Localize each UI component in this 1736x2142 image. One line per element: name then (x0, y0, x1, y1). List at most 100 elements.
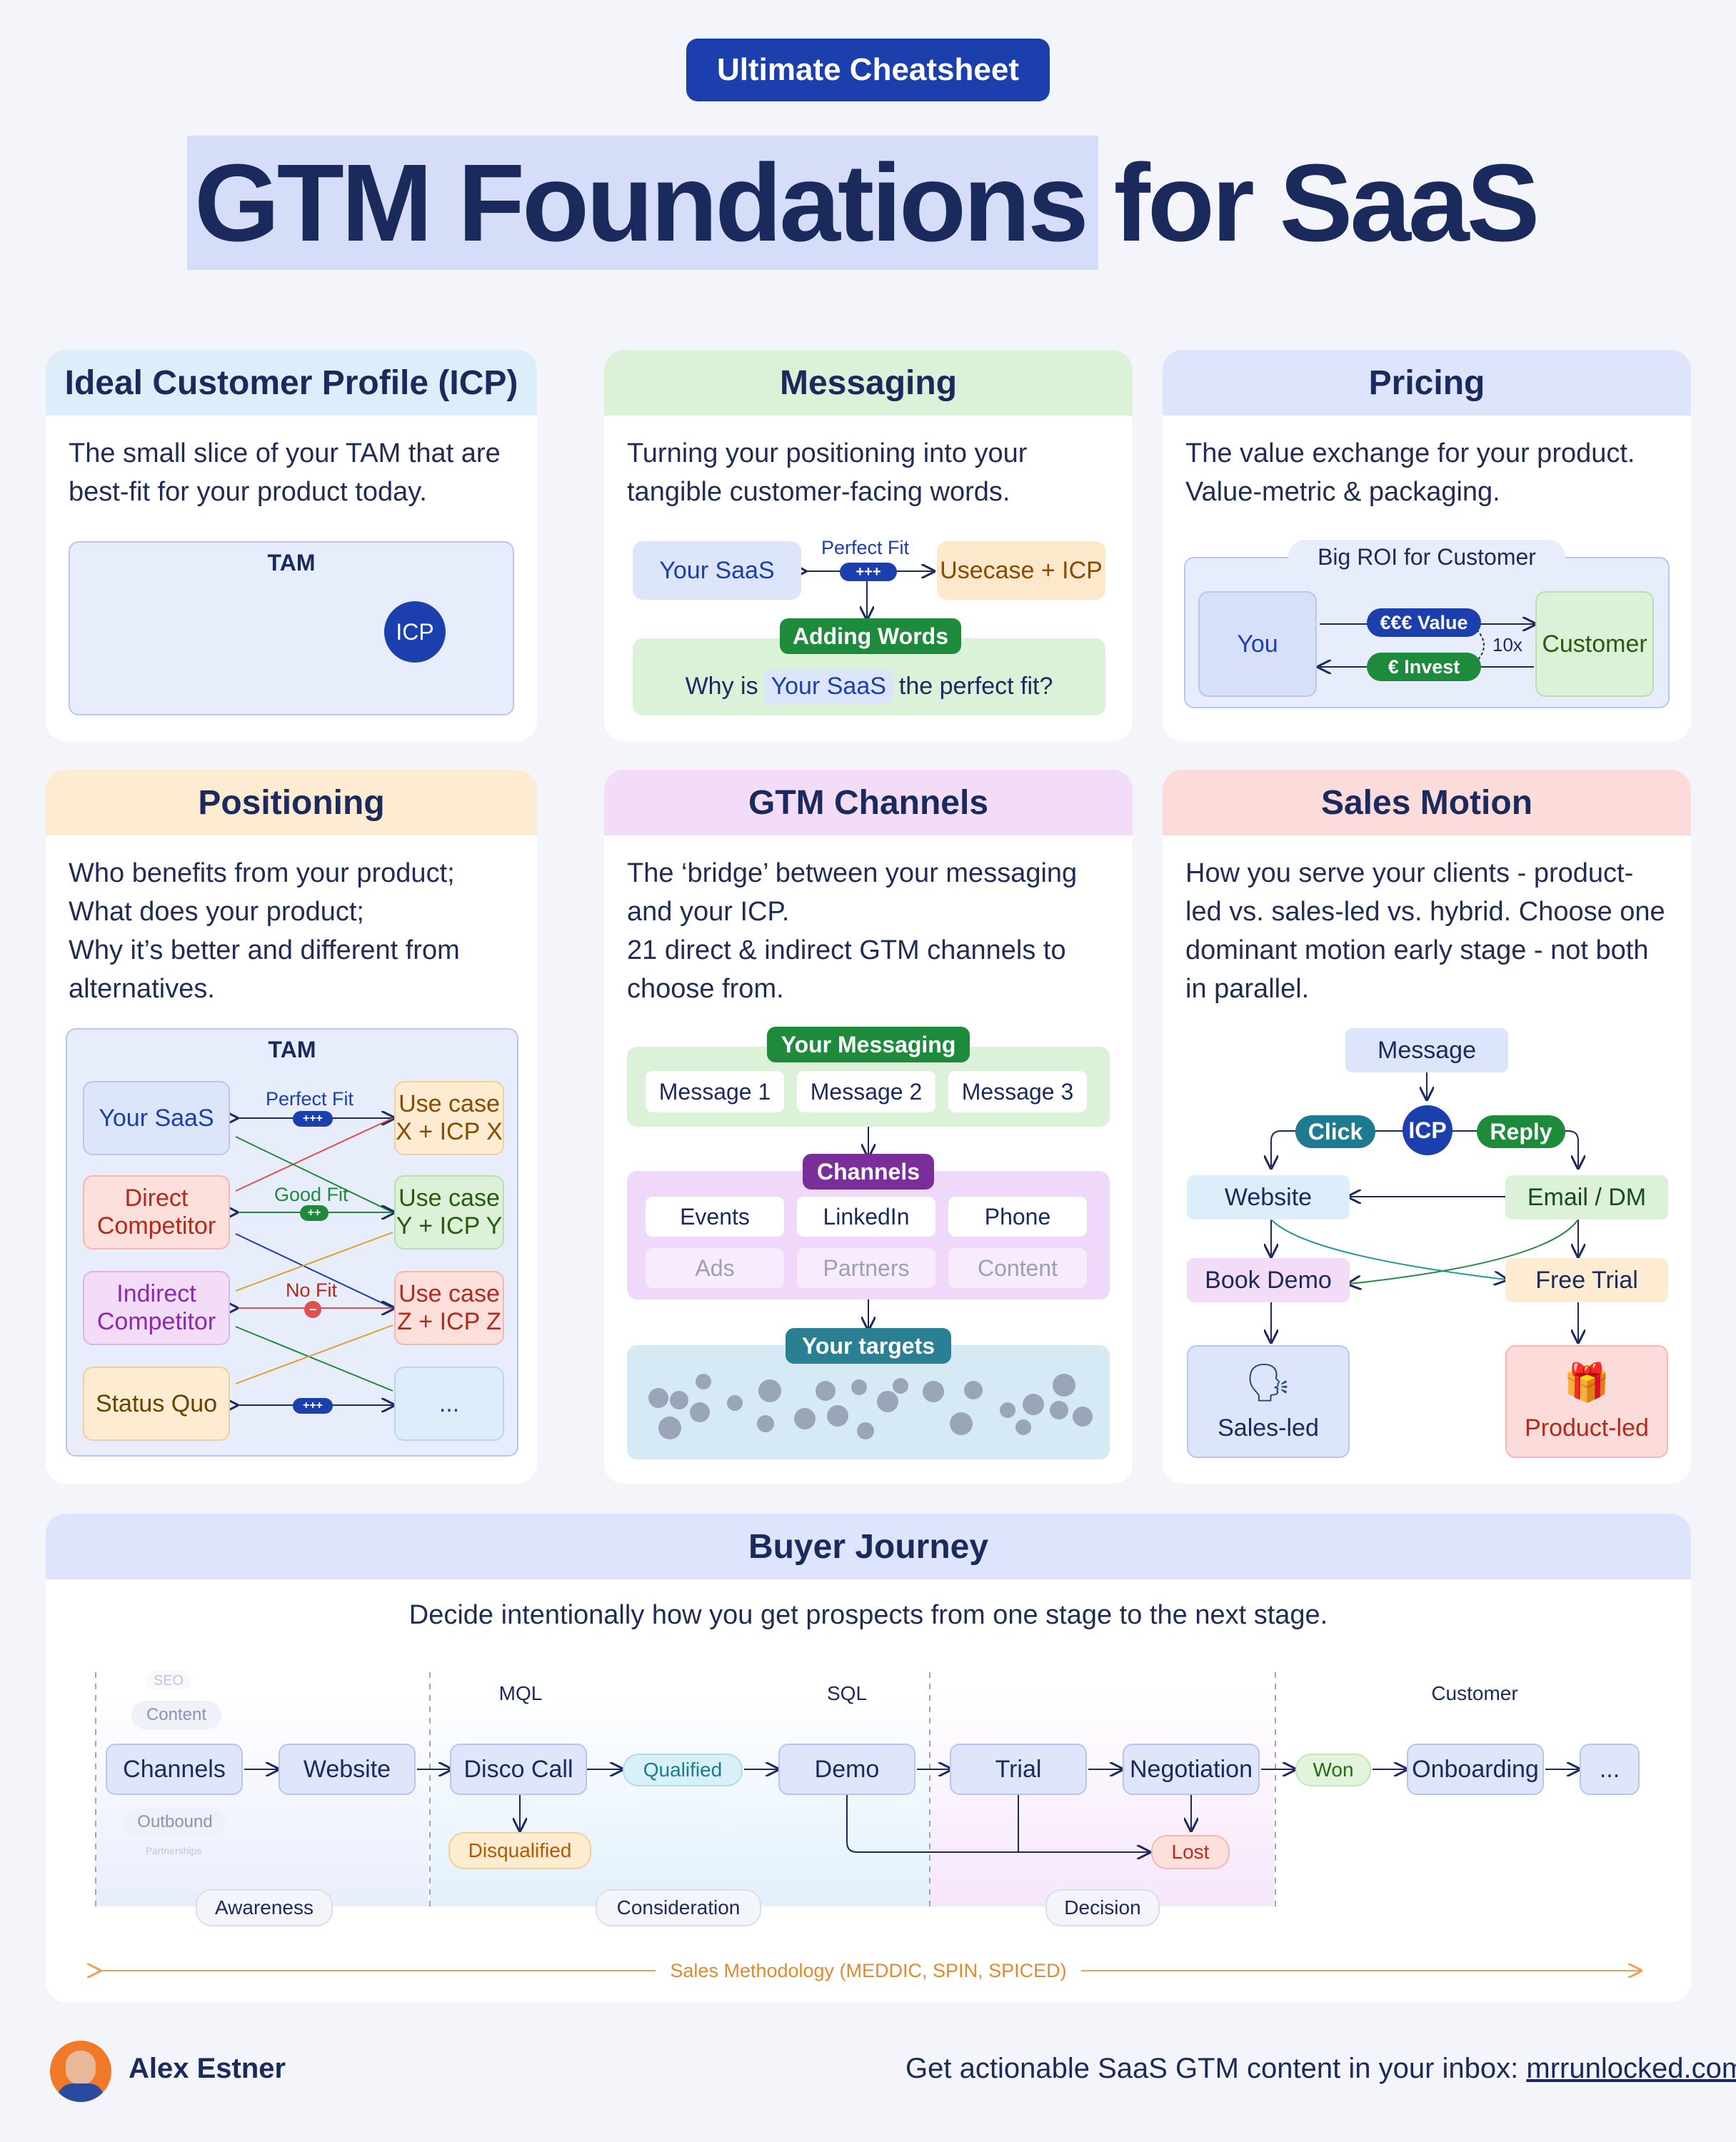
why-post: the perfect fit? (898, 672, 1053, 700)
messaging-card: Messaging Turning your positioning into … (604, 350, 1133, 741)
channel-ads: Ads (646, 1248, 784, 1288)
journey-desc: Decide intentionally how you get prospec… (408, 1599, 1328, 1630)
methodology-label: Sales Methodology (MEDDIC, SPIN, SPICED) (670, 1959, 1067, 1981)
sales-email: Email / DM (1505, 1175, 1668, 1220)
channel-linkedin: LinkedIn (797, 1197, 935, 1237)
target-dot (658, 1417, 681, 1439)
avatar (50, 2041, 111, 2102)
tag-customer: Customer (1414, 1678, 1535, 1709)
cheatsheet-badge: Ultimate Cheatsheet (686, 39, 1050, 101)
adding-words-pill: Adding Words (780, 618, 961, 654)
stage-trial: Trial (950, 1744, 1087, 1795)
target-dot (816, 1381, 836, 1401)
decision-zone (930, 1692, 1274, 1906)
usecase-box: Usecase + ICP (937, 541, 1105, 600)
author-name: Alex Estner (129, 2053, 286, 2084)
channel-phone: Phone (948, 1197, 1087, 1237)
targets-pill: Your targets (786, 1328, 951, 1364)
icp-desc: The small slice of your TAM that are bes… (69, 438, 501, 507)
target-dot (690, 1402, 710, 1422)
stage-negotiation: Negotiation (1123, 1744, 1260, 1795)
sales-desc: How you serve your clients - product-led… (1185, 858, 1665, 1004)
pos-plus3-b: +++ (293, 1398, 333, 1414)
target-dot (648, 1388, 668, 1408)
pricing-desc: The value exchange for your product. Val… (1185, 438, 1635, 507)
sales-led-label: Sales-led (1218, 1414, 1319, 1442)
journey-card: Buyer Journey Decide intentionally how y… (46, 1514, 1691, 2002)
stage-website: Website (279, 1744, 416, 1795)
disqualified-badge: Disqualified (448, 1832, 591, 1869)
pos-usecase-x: Use case X + ICP X (394, 1081, 504, 1155)
messaging-title: Messaging (604, 350, 1133, 416)
pos-plus3-a: +++ (293, 1111, 333, 1127)
faded-seo: SEO (146, 1671, 191, 1691)
faded-partnerships: Partnerships (145, 1845, 202, 1856)
channels-arrows (604, 1127, 1133, 1484)
target-dot (757, 1415, 774, 1432)
pos-more: ... (394, 1367, 504, 1441)
speaking-head-icon: 🗣 (1244, 1362, 1292, 1404)
positioning-title: Positioning (46, 770, 537, 835)
tam-label: TAM (267, 550, 316, 575)
footer-link[interactable]: mrrunlocked.com (1526, 2053, 1736, 2084)
target-dot (950, 1412, 973, 1435)
qualified-badge: Qualified (623, 1754, 743, 1786)
target-dot (857, 1422, 874, 1439)
sales-icp: ICP (1403, 1105, 1452, 1155)
footer-cta-text: Get actionable SaaS GTM content in your … (905, 2053, 1519, 2084)
positioning-card: Positioning Who benefits from your produ… (46, 770, 537, 1484)
product-led-label: Product-led (1525, 1414, 1649, 1442)
perfect-fit-label: Perfect Fit (821, 537, 910, 558)
sales-arrows (1163, 1071, 1691, 1484)
why-pre: Why is (685, 672, 758, 700)
channels-title: GTM Channels (604, 770, 1133, 835)
icp-card: Ideal Customer Profile (ICP) The small s… (46, 350, 537, 741)
channel-partners: Partners (797, 1248, 935, 1288)
tam-box: TAM (69, 541, 514, 715)
stage-disco-call: Disco Call (450, 1744, 587, 1795)
target-dot (670, 1391, 688, 1409)
positioning-lines (46, 770, 537, 1484)
target-dot (1053, 1374, 1075, 1397)
positioning-desc: Who benefits from your product; What doe… (69, 858, 460, 1004)
channels-desc: The ‘bridge’ between your messaging and … (627, 858, 1078, 1004)
target-dot (1073, 1407, 1093, 1427)
message-2: Message 2 (797, 1071, 935, 1112)
phase-consideration: Consideration (596, 1889, 761, 1926)
target-dot (1050, 1401, 1068, 1419)
target-dot (794, 1408, 816, 1429)
lost-badge: Lost (1151, 1835, 1230, 1869)
your-messaging-pill: Your Messaging (767, 1027, 970, 1062)
stage-onboarding: Onboarding (1407, 1744, 1544, 1795)
messaging-desc: Turning your positioning into your tangi… (627, 438, 1028, 507)
channel-content: Content (948, 1248, 1087, 1288)
plus-pill: +++ (840, 563, 897, 581)
pos-minus: − (304, 1301, 321, 1318)
positioning-tam-label: TAM (268, 1037, 316, 1062)
target-dot (1015, 1419, 1031, 1435)
title-highlight (187, 136, 1098, 270)
page-title: GTM Foundations for SaaS (194, 141, 1540, 264)
pos-good-fit: Good Fit (274, 1184, 348, 1205)
pos-perfect-fit: Perfect Fit (266, 1088, 354, 1110)
journey-arrows (46, 1672, 1691, 2002)
product-led-box: 🎁 Product-led (1505, 1345, 1668, 1458)
target-dot (851, 1379, 867, 1395)
gift-icon: 🎁 (1563, 1362, 1610, 1404)
why-saas: Your SaaS (763, 669, 893, 703)
pos-usecase-z: Use case Z + ICP Z (394, 1271, 504, 1345)
pos-usecase-y: Use case Y + ICP Y (394, 1175, 504, 1250)
faded-content: Content (131, 1701, 221, 1729)
sales-click: Click (1295, 1115, 1375, 1148)
journey-title: Buyer Journey (46, 1514, 1691, 1579)
channel-events: Events (646, 1197, 784, 1237)
value-pill: €€€ Value (1367, 608, 1481, 637)
avatar-face (66, 2051, 96, 2085)
sales-website: Website (1187, 1175, 1350, 1220)
icp-title: Ideal Customer Profile (ICP) (46, 350, 537, 416)
pricing-card: Pricing The value exchange for your prod… (1163, 350, 1691, 741)
customer-box: Customer (1535, 591, 1654, 697)
phase-awareness: Awareness (196, 1889, 333, 1926)
tag-mql: MQL (481, 1678, 560, 1709)
sales-card: Sales Motion How you serve your clients … (1163, 770, 1691, 1484)
